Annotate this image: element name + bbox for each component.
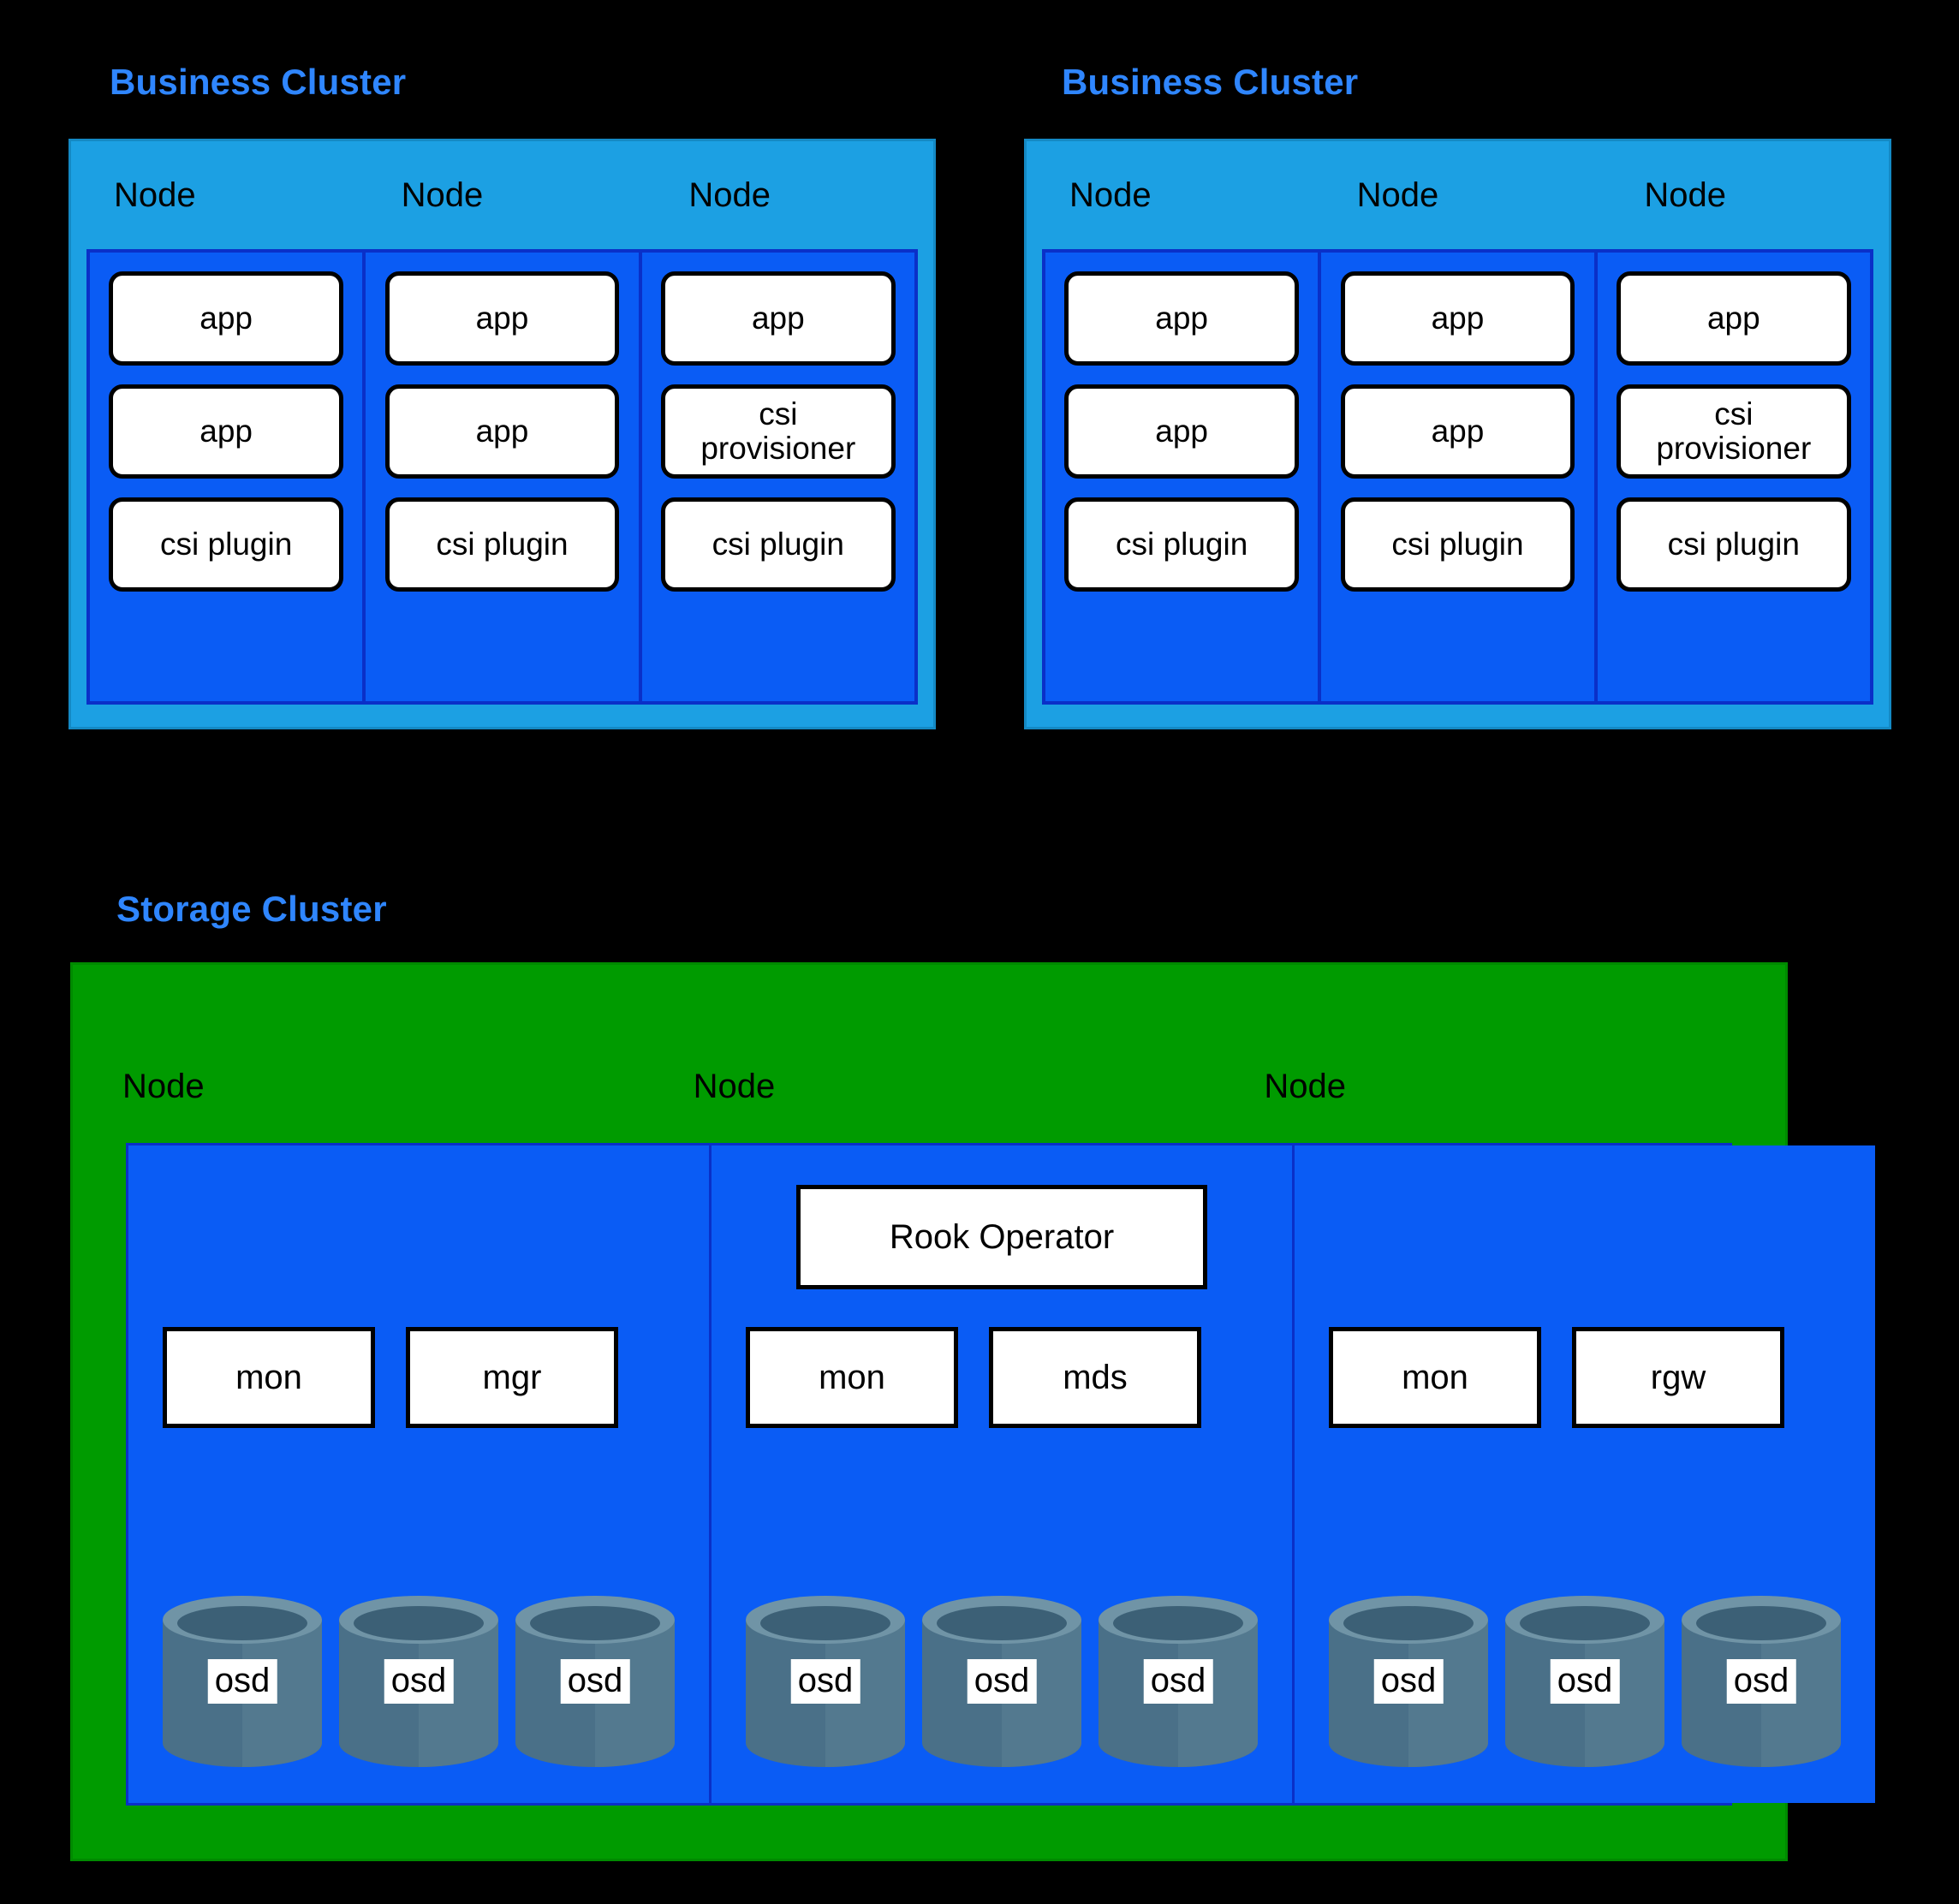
row-spacer bbox=[746, 1289, 1258, 1327]
business-cluster-2-nodes: app app csi plugin app app csi plugin ap… bbox=[1042, 249, 1873, 705]
osd-row: osd osd bbox=[746, 1596, 1258, 1767]
service-row: mon rgw bbox=[1329, 1327, 1841, 1428]
service-box[interactable]: mon bbox=[1329, 1327, 1541, 1428]
storage-cluster-nodes: mon mgr osd bbox=[126, 1143, 1875, 1806]
osd-cylinder-icon bbox=[515, 1596, 675, 1767]
osd-cylinder[interactable]: osd bbox=[1505, 1596, 1664, 1767]
pod-box[interactable]: csi plugin bbox=[1340, 497, 1575, 592]
osd-cylinder-icon bbox=[1505, 1596, 1664, 1767]
storage-node-column: mon mgr osd bbox=[128, 1145, 709, 1803]
node-label: Node bbox=[693, 1068, 776, 1105]
node-column: app app csi plugin bbox=[366, 253, 639, 701]
node-label: Node bbox=[1069, 176, 1152, 214]
osd-cylinder[interactable]: osd bbox=[746, 1596, 905, 1767]
pod-box[interactable]: app bbox=[1064, 384, 1300, 479]
rook-operator-row: Rook Operator bbox=[746, 1185, 1258, 1289]
osd-label: osd bbox=[207, 1659, 277, 1704]
pod-box[interactable]: csi plugin bbox=[1616, 497, 1851, 592]
osd-row: osd osd bbox=[163, 1596, 675, 1767]
business-cluster-2-node-labels: Node Node Node bbox=[1027, 141, 1889, 249]
osd-label: osd bbox=[1726, 1659, 1796, 1704]
osd-cylinder[interactable]: osd bbox=[515, 1596, 675, 1767]
business-cluster-1-nodes: app app csi plugin app app csi plugin ap… bbox=[86, 249, 918, 705]
storage-cluster-title: Storage Cluster bbox=[116, 889, 387, 929]
pod-box[interactable]: app bbox=[384, 271, 620, 366]
pod-box[interactable]: app bbox=[1064, 271, 1300, 366]
pod-box[interactable]: app bbox=[1340, 271, 1575, 366]
business-cluster-1: Node Node Node app app csi plugin app ap… bbox=[68, 139, 936, 729]
service-box[interactable]: mon bbox=[746, 1327, 958, 1428]
service-box[interactable]: mon bbox=[163, 1327, 375, 1428]
pod-box[interactable]: app bbox=[660, 271, 896, 366]
service-box[interactable]: mgr bbox=[406, 1327, 618, 1428]
osd-label: osd bbox=[384, 1659, 454, 1704]
node-column: app csi provisioner csi plugin bbox=[641, 253, 914, 701]
storage-node-column: mon rgw osd bbox=[1295, 1145, 1875, 1803]
pod-box[interactable]: app bbox=[1616, 271, 1851, 366]
osd-cylinder[interactable]: osd bbox=[1329, 1596, 1488, 1767]
pod-box[interactable]: app bbox=[109, 384, 344, 479]
business-cluster-1-node-labels: Node Node Node bbox=[71, 141, 933, 249]
row-spacer bbox=[1329, 1289, 1841, 1327]
osd-cylinder-icon bbox=[1682, 1596, 1841, 1767]
osd-cylinder[interactable]: osd bbox=[1682, 1596, 1841, 1767]
service-row: mon mds bbox=[746, 1327, 1258, 1428]
osd-cylinder[interactable]: osd bbox=[922, 1596, 1081, 1767]
node-label: Node bbox=[688, 176, 771, 214]
osd-cylinder[interactable]: osd bbox=[163, 1596, 322, 1767]
storage-cluster-node-labels: Node Node Node bbox=[73, 965, 1785, 1143]
node-column: app app csi plugin bbox=[1045, 253, 1319, 701]
node-label: Node bbox=[1356, 176, 1439, 214]
pod-box[interactable]: app bbox=[1340, 384, 1575, 479]
osd-label: osd bbox=[560, 1659, 630, 1704]
osd-cylinder[interactable]: osd bbox=[1099, 1596, 1258, 1767]
osd-row: osd osd bbox=[1329, 1596, 1841, 1767]
service-box[interactable]: rgw bbox=[1572, 1327, 1784, 1428]
storage-node-column: Rook Operator mon mds bbox=[712, 1145, 1292, 1803]
pod-box[interactable]: csi plugin bbox=[660, 497, 896, 592]
node-label: Node bbox=[401, 176, 484, 214]
node-column: app csi provisioner csi plugin bbox=[1597, 253, 1870, 701]
pod-box[interactable]: csi plugin bbox=[384, 497, 620, 592]
osd-label: osd bbox=[1143, 1659, 1213, 1704]
node-column: app app csi plugin bbox=[90, 253, 363, 701]
business-cluster-2: Node Node Node app app csi plugin app ap… bbox=[1024, 139, 1891, 729]
service-row: mon mgr bbox=[163, 1327, 675, 1428]
storage-cluster: Node Node Node mon mgr bbox=[70, 962, 1875, 1861]
osd-label: osd bbox=[1550, 1659, 1620, 1704]
service-box[interactable]: mds bbox=[989, 1327, 1201, 1428]
osd-label: osd bbox=[967, 1659, 1037, 1704]
node-column: app app csi plugin bbox=[1321, 253, 1594, 701]
node-label: Node bbox=[114, 176, 196, 214]
pod-box[interactable]: csi plugin bbox=[1064, 497, 1300, 592]
rook-operator-box[interactable]: Rook Operator bbox=[796, 1185, 1207, 1289]
node-label: Node bbox=[1264, 1068, 1346, 1105]
node-label: Node bbox=[1644, 176, 1726, 214]
osd-label: osd bbox=[790, 1659, 860, 1704]
osd-cylinder[interactable]: osd bbox=[339, 1596, 498, 1767]
osd-label: osd bbox=[1373, 1659, 1444, 1704]
business-cluster-2-title: Business Cluster bbox=[1062, 62, 1359, 102]
pod-box[interactable]: app bbox=[384, 384, 620, 479]
node-label: Node bbox=[122, 1068, 205, 1105]
pod-box[interactable]: csi provisioner bbox=[1616, 384, 1851, 479]
pod-box[interactable]: csi plugin bbox=[109, 497, 344, 592]
business-cluster-1-title: Business Cluster bbox=[110, 62, 407, 102]
pod-box[interactable]: csi provisioner bbox=[660, 384, 896, 479]
row-spacer bbox=[163, 1289, 675, 1327]
pod-box[interactable]: app bbox=[109, 271, 344, 366]
